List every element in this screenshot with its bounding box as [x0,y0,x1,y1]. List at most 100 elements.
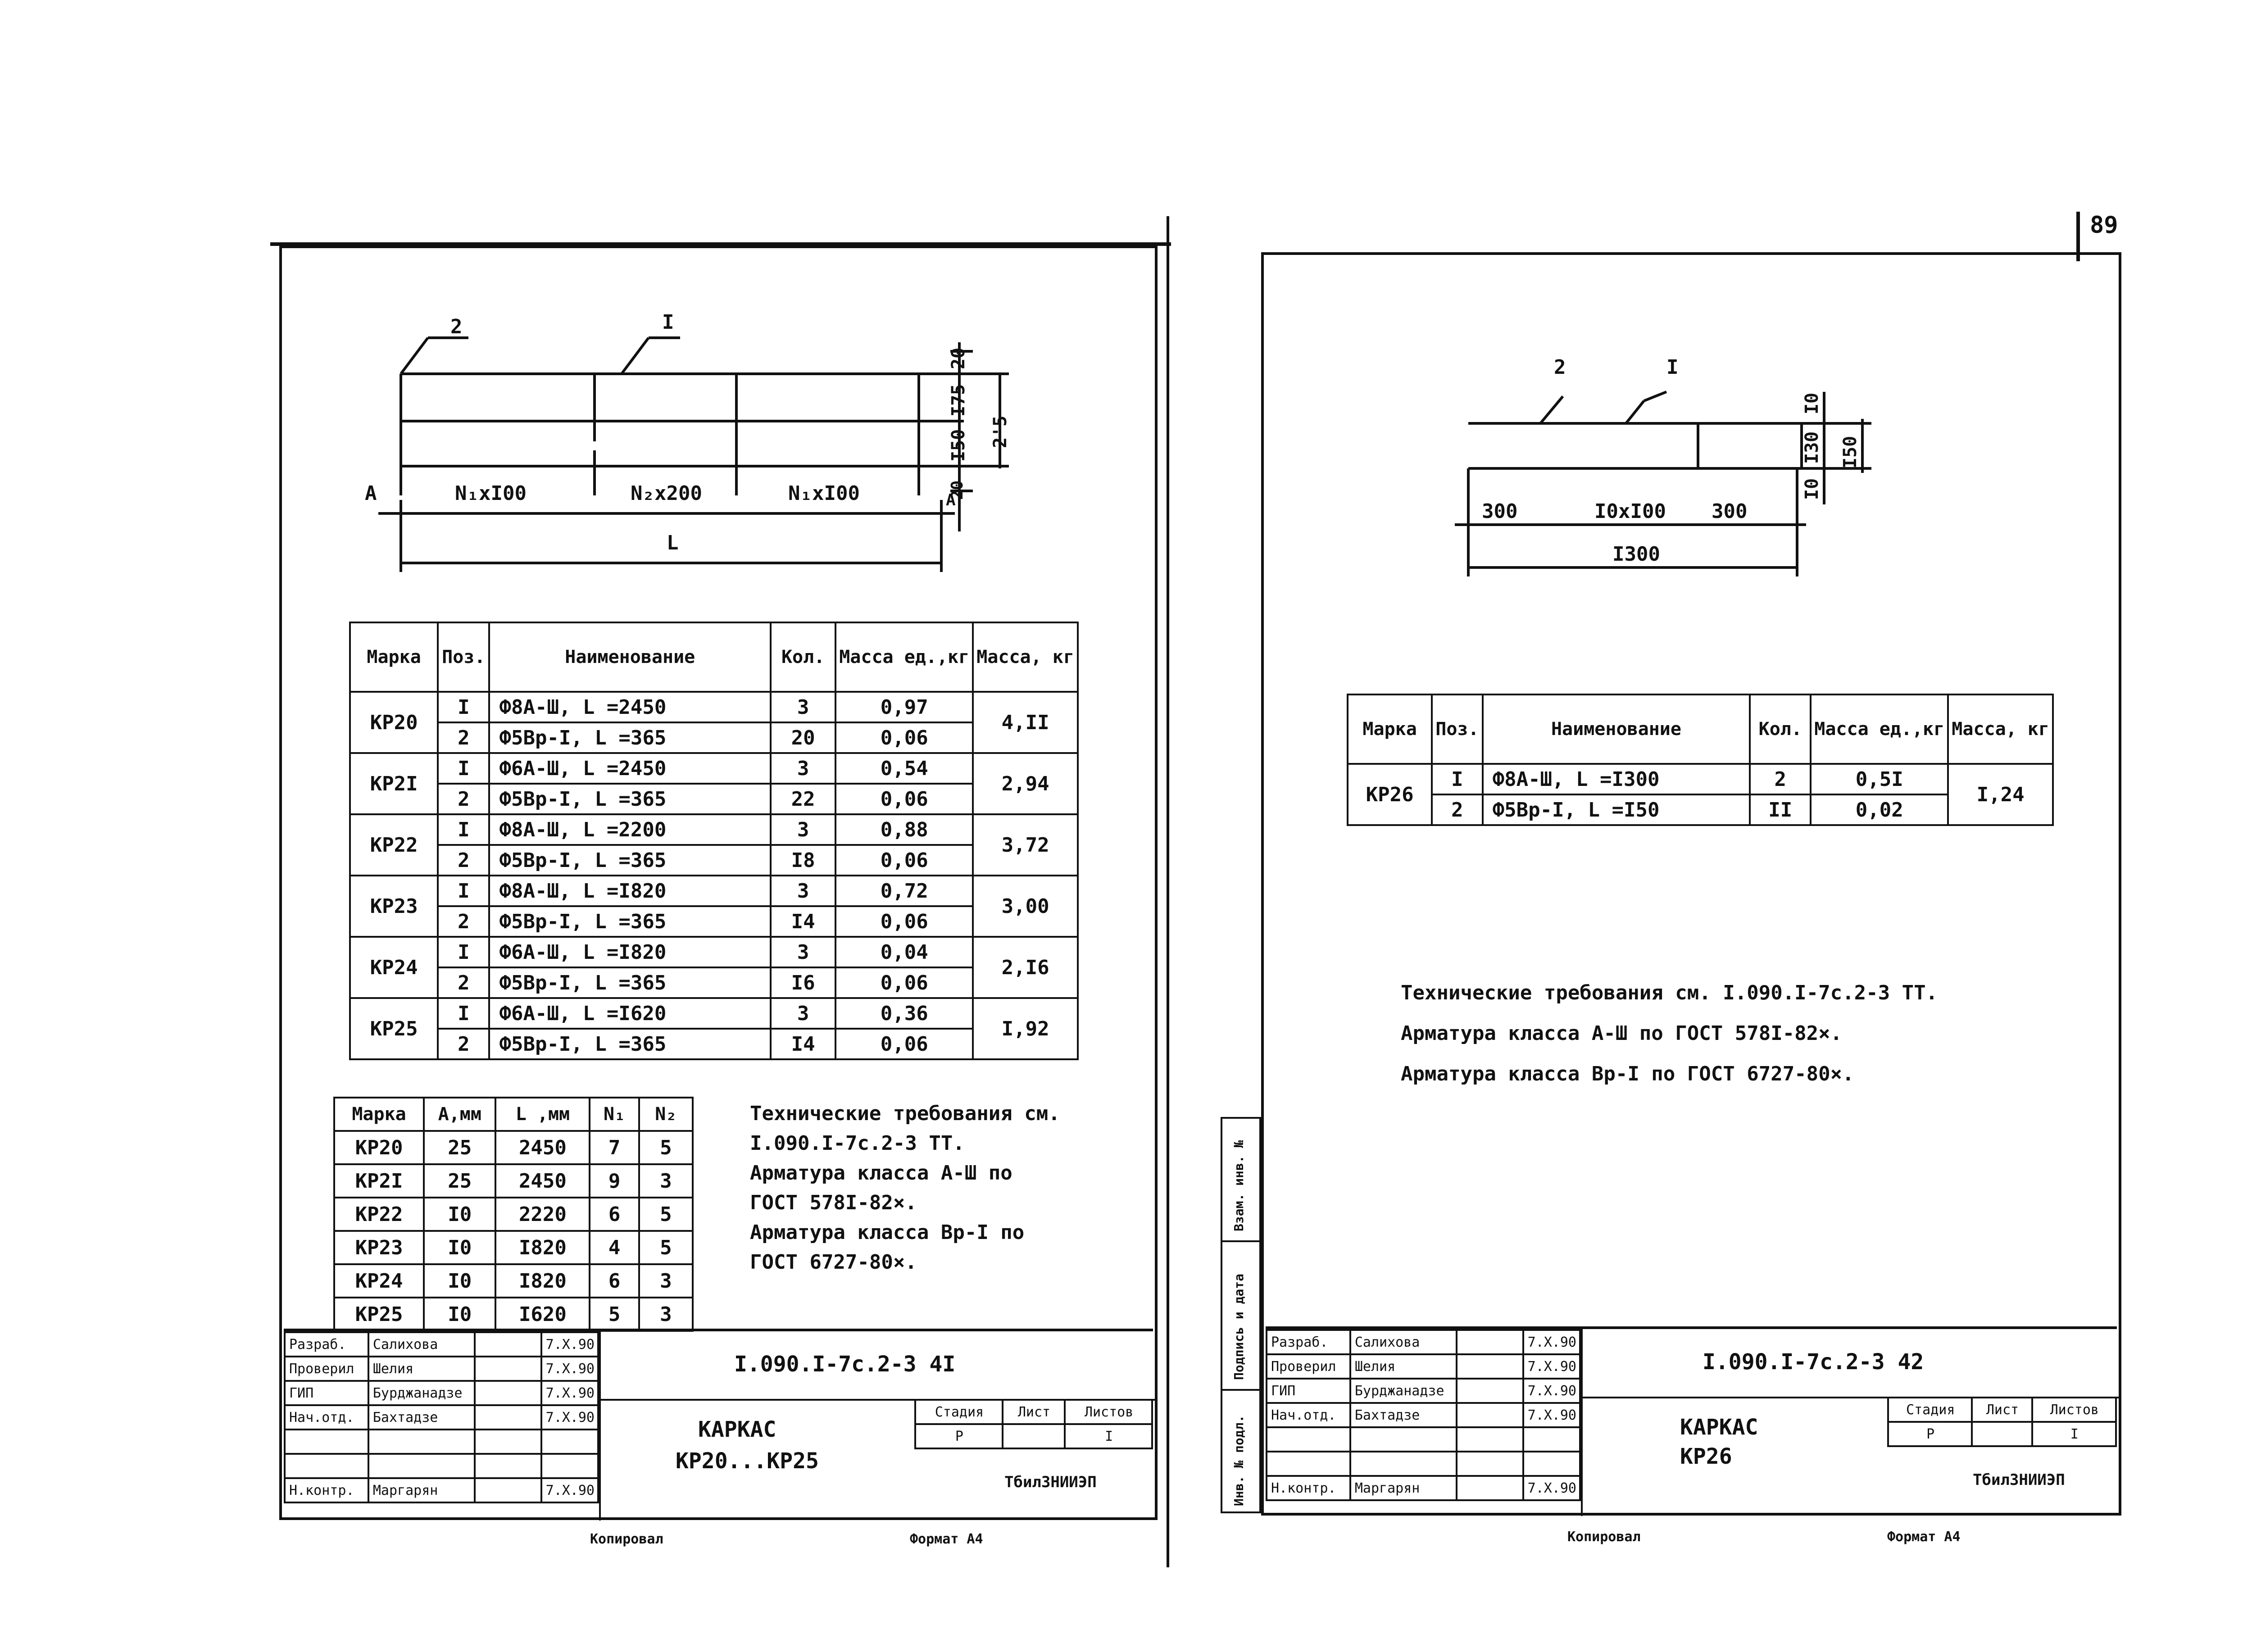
sheet-42 [1261,252,2121,1516]
header-mass: Масса, кг [972,622,1079,693]
side-stamp-replace: Взам. инв. № [1231,1140,1246,1231]
mark-cell: КР22 [349,813,439,876]
date [540,1453,599,1479]
header-mark: Марка [349,622,439,693]
signature [474,1429,542,1455]
date: 7.Х.90 [1522,1353,1581,1380]
header-mass: Масса, кг [1947,694,2054,765]
unit-mass-cell: 0,06 [835,967,974,999]
sheets-label: Листов [2031,1397,2117,1423]
mark-cell: КР26 [1346,763,1433,826]
header-name: Наименование [1481,694,1751,765]
qty-cell: 3 [769,691,837,723]
signature [1456,1426,1524,1452]
date: 7.Х.90 [540,1380,599,1406]
unit-mass-cell: 0,5I [1810,763,1949,795]
name-cell: Ф6А-Ш, L =2450 [488,752,772,785]
side-stamp-42: Инв. № подл. Подпись и дата Взам. инв. № [1221,1117,1261,1513]
param-header-n1: N₁ [589,1097,640,1132]
role [284,1453,369,1479]
pos-cell: 2 [437,1028,490,1060]
dim-seg1: N₁xI00 [455,482,527,505]
cell: 6 [589,1197,640,1232]
pos-label-1: I [662,311,674,334]
header-qty: Кол. [1749,694,1812,765]
name: Бахтадзе [367,1404,476,1430]
pos-cell: I [1431,763,1484,795]
role: Разраб. [1266,1329,1351,1355]
unit-mass-cell: 0,06 [835,1028,974,1060]
total-mass-cell: I,92 [972,997,1079,1060]
cell: КР22 [333,1197,425,1232]
drawing-code-41: I.090.I-7с.2-3 4I [734,1352,956,1377]
cell: 3 [638,1297,694,1332]
table-row [1266,1451,1581,1477]
pos-label-2-42: 2 [1554,356,1566,379]
pos-label-2: 2 [450,315,463,338]
qty-cell: II [1749,794,1812,826]
name-cell: Ф5Вр-I, L =365 [488,844,772,876]
role [1266,1451,1351,1477]
note-line: ГОСТ 578I-82×. [750,1191,917,1214]
dim-h130-42: I30 [1802,431,1822,464]
spec-table-42: Марка Поз. Наименование Кол. Масса ед.,к… [1346,694,2054,826]
name-cell: Ф8А-Ш, L =I820 [488,875,772,907]
signature [1456,1451,1524,1477]
note-line: Арматура класса А-Ш по [750,1162,1012,1185]
pos-label-1-42: I [1666,356,1679,379]
spec-header: Марка Поз. Наименование Кол. Масса ед.,к… [1346,694,2054,765]
dim-h150-42: I50 [1840,436,1861,468]
notes-41: Технические требования см. I.090.I-7с.2-… [750,1099,1060,1277]
name: Маргарян [367,1477,476,1503]
total-mass-cell: 3,72 [972,813,1079,876]
role: ГИП [1266,1378,1351,1404]
mark-cell: КР24 [349,936,439,999]
note-line: Технические требования см. [750,1102,1060,1125]
stamp-code-box-41 [599,1331,1155,1401]
param-header: Марка А,мм L ,мм N₁ N₂ [333,1097,694,1132]
dim-length: L [667,531,679,554]
signature [474,1453,542,1479]
total-mass-cell: 3,00 [972,875,1079,938]
role: Разраб. [284,1331,369,1357]
leader-1 [1625,400,1645,424]
side-stamp-divider [1222,1240,1261,1242]
cell: 5 [589,1297,640,1332]
qty-cell: 22 [769,783,837,815]
signature [1456,1378,1524,1404]
stage-value: Р [1887,1421,1973,1447]
cell: КР23 [333,1230,425,1265]
sheets-value: I [2031,1421,2117,1447]
name-cell: Ф5Вр-I, L =I50 [1481,794,1751,826]
mark-cell: КР2I [349,752,439,815]
param-header-n2: N₂ [638,1097,694,1132]
date: 7.Х.90 [540,1331,599,1357]
role: Н.контр. [1266,1475,1351,1501]
sheets-value: I [1064,1423,1153,1449]
unit-mass-cell: 0,72 [835,875,974,907]
name [367,1429,476,1455]
qty-cell: I8 [769,844,837,876]
sheet-label: Лист [1971,1397,2033,1423]
qty-cell: 20 [769,722,837,754]
leader-1 [620,337,650,375]
sheet-41 [279,245,1158,1520]
unit-mass-cell: 0,04 [835,936,974,968]
header-unit-mass: Масса ед.,кг [1810,694,1949,765]
name [1349,1426,1458,1452]
stage-label: Стадия [1887,1397,1973,1423]
total-mass-cell: 4,II [972,691,1079,754]
note-line: Технические требования см. I.090.I-7с.2-… [1401,981,1938,1004]
